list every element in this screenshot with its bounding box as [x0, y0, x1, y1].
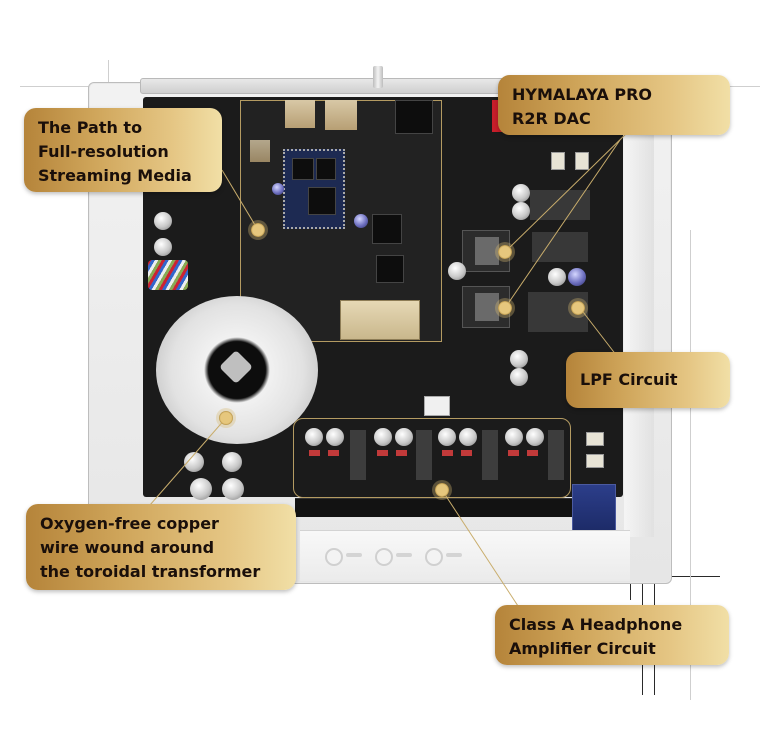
relay: [586, 432, 604, 446]
capacitor: [512, 184, 530, 202]
callout-marker-streaming: [251, 223, 265, 237]
callout-text-line: wire wound around: [40, 538, 215, 557]
callout-text-line: Oxygen-free copper: [40, 514, 219, 533]
capacitor: [510, 350, 528, 368]
callout-headphone-amp: Class A Headphone Amplifier Circuit: [495, 605, 729, 665]
capacitor: [305, 428, 323, 446]
side-panel: [624, 97, 654, 537]
callout-transformer: Oxygen-free copper wire wound around the…: [26, 504, 296, 590]
front-button-label: [446, 553, 462, 557]
front-button: [375, 548, 393, 566]
capacitor: [222, 478, 244, 500]
lpf-components: [530, 190, 590, 220]
capacitor: [438, 428, 456, 446]
blue-component: [572, 484, 616, 534]
capacitor: [374, 428, 392, 446]
capacitor: [326, 428, 344, 446]
transformer-wires: [148, 260, 188, 290]
capacitor: [154, 212, 172, 230]
front-button-label: [346, 553, 362, 557]
transistor-array: [350, 430, 366, 480]
capacitor: [395, 428, 413, 446]
capacitor: [510, 368, 528, 386]
front-button-label: [396, 553, 412, 557]
callout-text-line: Amplifier Circuit: [509, 639, 656, 658]
soc-chip: [292, 158, 314, 180]
callout-marker-headphone: [435, 483, 449, 497]
callout-text-line: LPF Circuit: [580, 370, 678, 389]
capacitor: [526, 428, 544, 446]
callout-text-line: R2R DAC: [512, 109, 591, 128]
relay: [551, 152, 565, 170]
callout-marker-transformer: [219, 411, 233, 425]
heatsink-bar: [295, 498, 573, 517]
capacitor: [459, 428, 477, 446]
callout-text-line: Streaming Media: [38, 166, 192, 185]
callout-text-line: HYMALAYA PRO: [512, 85, 652, 104]
r2r-dac-module: [462, 286, 510, 328]
callout-marker-dac: [498, 245, 512, 259]
transistor-array: [416, 430, 432, 480]
resistor: [396, 450, 407, 456]
codec-chip: [376, 255, 404, 283]
capacitor: [448, 262, 466, 280]
resistor: [328, 450, 339, 456]
lpf-components: [532, 232, 588, 262]
capacitor: [354, 214, 368, 228]
capacitor: [222, 452, 242, 472]
wifi-module: [250, 140, 270, 162]
resistor: [442, 450, 453, 456]
callout-dac: HYMALAYA PRO R2R DAC: [498, 75, 730, 135]
processor-chip: [372, 214, 402, 244]
capacitor: [505, 428, 523, 446]
usb-port: [285, 100, 315, 128]
callout-text-line: Class A Headphone: [509, 615, 683, 634]
callout-text-line: the toroidal transformer: [40, 562, 261, 581]
front-button: [425, 548, 443, 566]
ribbon-connector: [424, 396, 450, 416]
relay: [586, 454, 604, 468]
relay: [575, 152, 589, 170]
resistor: [377, 450, 388, 456]
callout-text-line: The Path to: [38, 118, 143, 137]
resistor: [461, 450, 472, 456]
callout-lpf: LPF Circuit: [566, 352, 730, 408]
optical-port: [395, 100, 433, 134]
guide-line: [690, 230, 691, 700]
capacitor: [154, 238, 172, 256]
callout-streaming: The Path to Full-resolution Streaming Me…: [24, 108, 222, 192]
memory-chip: [316, 158, 336, 180]
front-button: [325, 548, 343, 566]
transistor-array: [482, 430, 498, 480]
capacitor: [272, 183, 284, 195]
board-connector: [340, 300, 420, 340]
headphone-amp-area: [293, 418, 571, 498]
resistor: [527, 450, 538, 456]
capacitor: [568, 268, 586, 286]
resistor: [508, 450, 519, 456]
capacitor: [548, 268, 566, 286]
capacitor: [512, 202, 530, 220]
callout-text-line: Full-resolution: [38, 142, 169, 161]
capacitor: [190, 478, 212, 500]
ethernet-port: [325, 100, 357, 130]
callout-marker-dac: [498, 301, 512, 315]
resistor: [309, 450, 320, 456]
antenna-connector: [373, 66, 383, 88]
flash-chip: [308, 187, 336, 215]
transistor-array: [548, 430, 564, 480]
callout-marker-lpf: [571, 301, 585, 315]
capacitor: [184, 452, 204, 472]
